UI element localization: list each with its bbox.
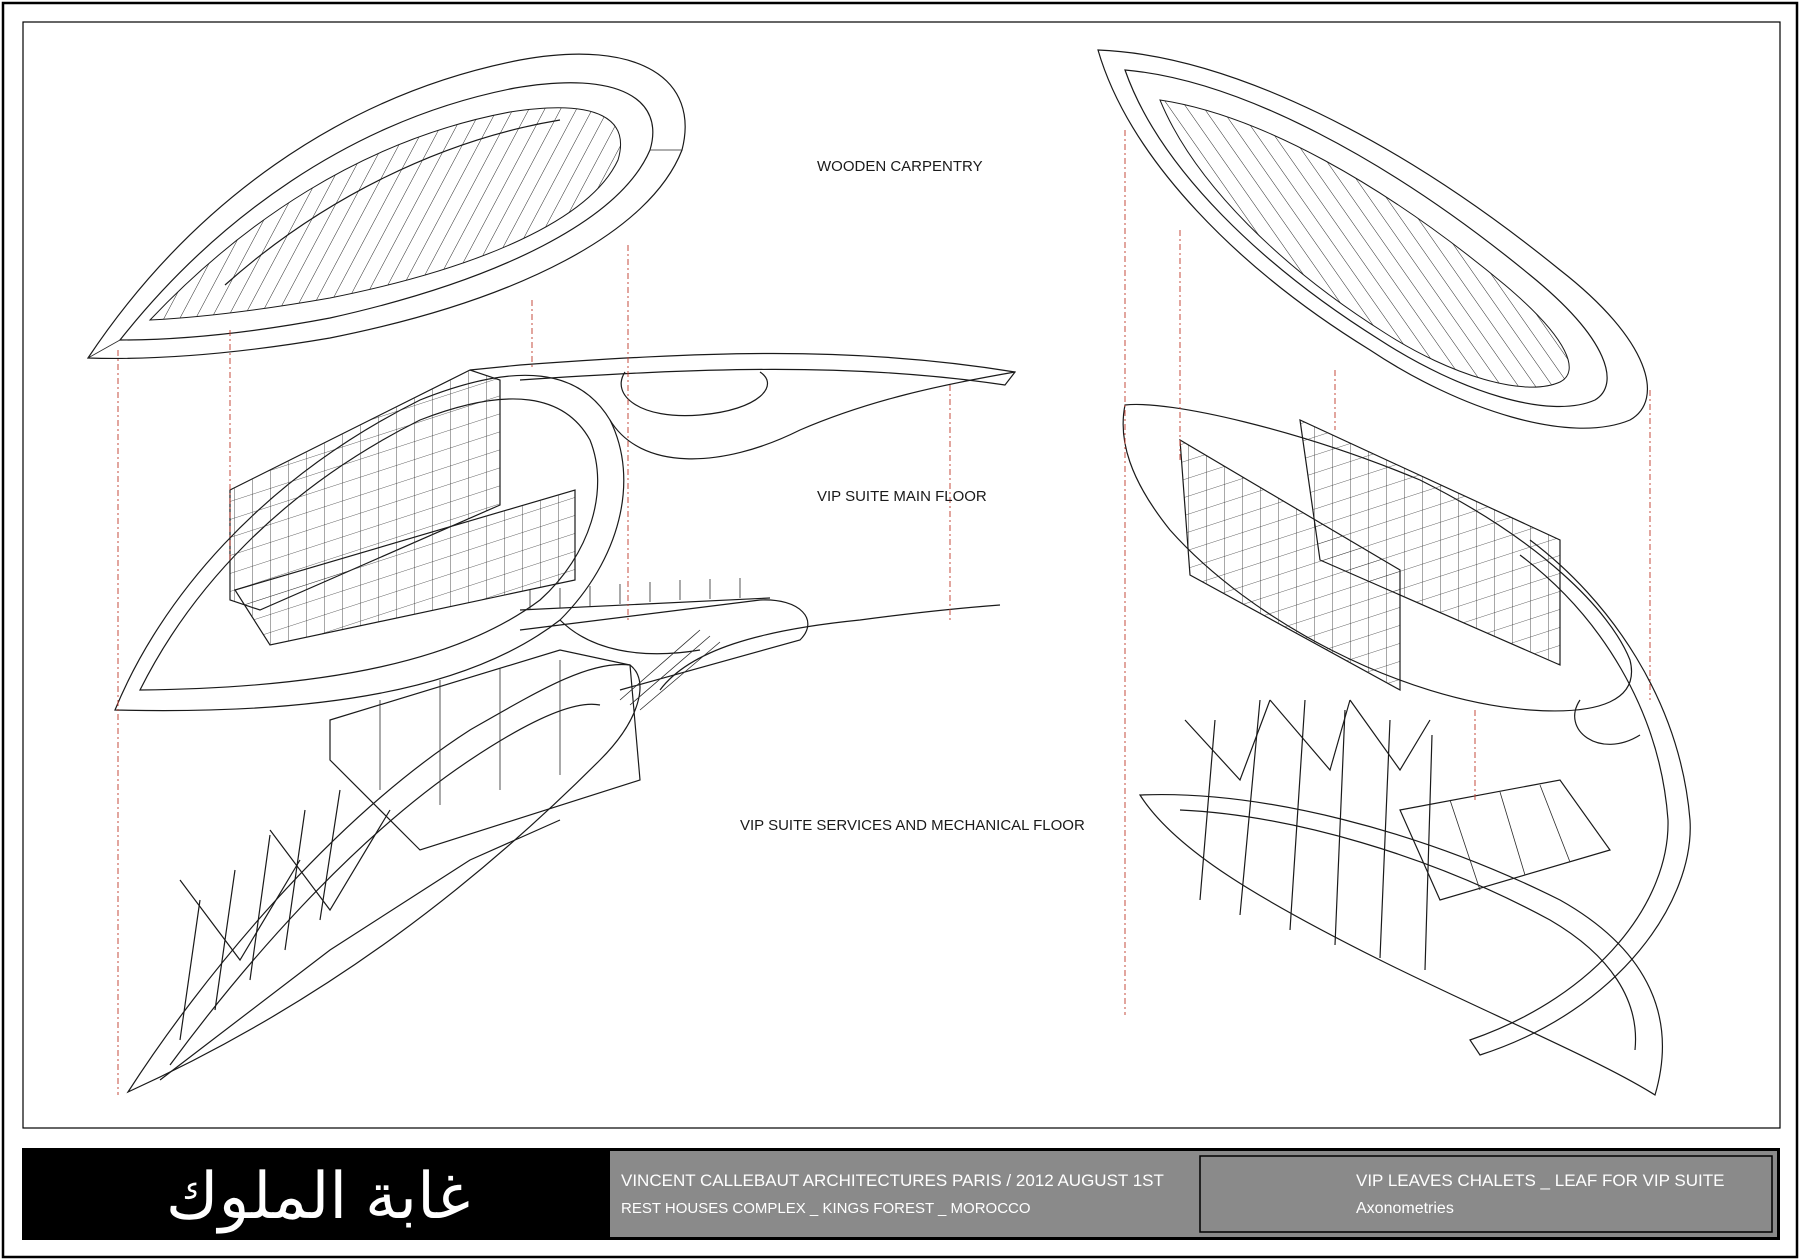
title-block-black-panel (25, 1151, 610, 1237)
title-block-office-panel (610, 1151, 1195, 1237)
office-date-line: VINCENT CALLEBAUT ARCHITECTURES PARIS / … (621, 1171, 1164, 1190)
left-carpentry-roof (86, 53, 686, 360)
label-vip-suite-main-floor: VIP SUITE MAIN FLOOR (817, 488, 987, 505)
label-wooden-carpentry: WOODEN CARPENTRY (817, 158, 983, 175)
right-services-floor (1138, 699, 1663, 1096)
title-block-sheet-inner-frame (1199, 1155, 1773, 1233)
project-location-line: REST HOUSES COMPLEX _ KINGS FOREST _ MOR… (621, 1200, 1031, 1217)
drawing-frame (22, 21, 1781, 1129)
projection-lines (117, 130, 1651, 1095)
title-block: غابة الملوك VINCENT CALLEBAUT ARCHITECTU… (22, 1148, 1780, 1240)
arabic-project-title: غابة الملوك (166, 1160, 470, 1234)
sheet-title: VIP LEAVES CHALETS _ LEAF FOR VIP SUITE (1356, 1171, 1724, 1190)
left-main-floor (114, 352, 1017, 712)
label-vip-suite-services-floor: VIP SUITE SERVICES AND MECHANICAL FLOOR (740, 817, 1085, 834)
right-main-floor (1122, 403, 1691, 1056)
title-block-sheet-panel (1195, 1151, 1777, 1237)
left-services-floor (126, 578, 1001, 1094)
right-carpentry-roof (1097, 49, 1649, 429)
sheet-subtitle: Axonometries (1356, 1200, 1454, 1217)
